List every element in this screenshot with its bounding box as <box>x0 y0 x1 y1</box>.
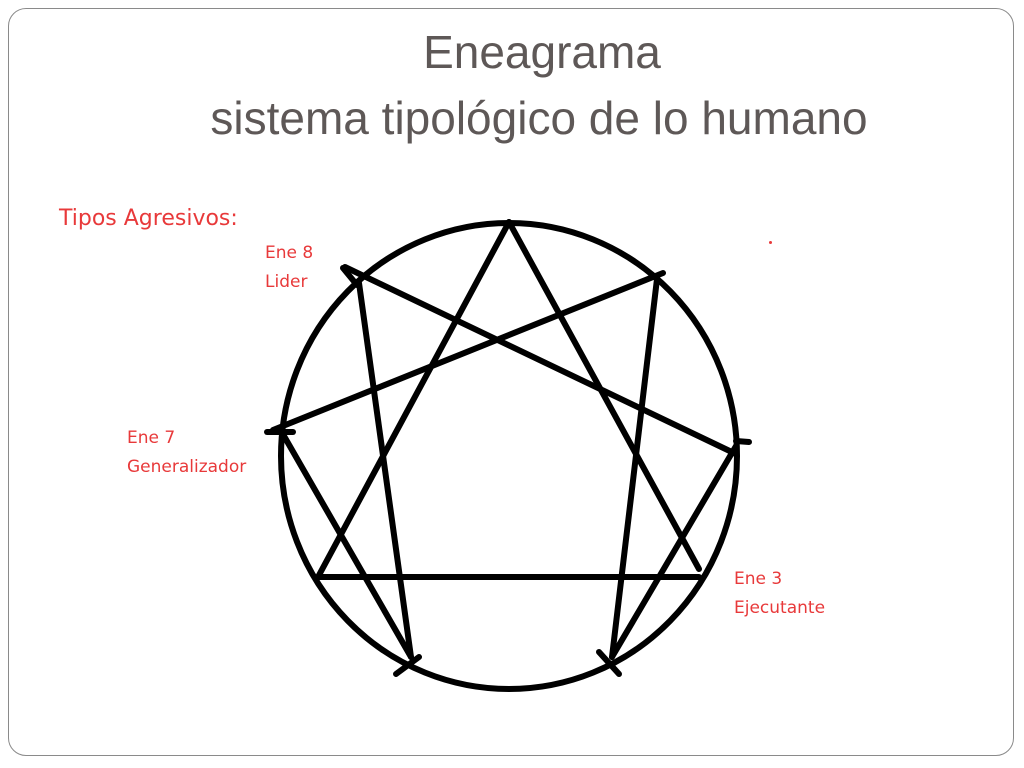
hexad-line-5-2 <box>609 443 739 660</box>
tick-point-5 <box>733 438 752 445</box>
type-8-role: Lider <box>265 272 308 292</box>
hexad-line-8-5 <box>342 264 739 457</box>
type-3-label: Ene 3 Ejecutante <box>734 565 825 623</box>
enneagram-figure <box>264 219 752 692</box>
tick-point-2 <box>596 649 622 677</box>
type-7-role: Generalizador <box>127 457 247 477</box>
triangle-right-line <box>506 219 702 572</box>
aggressive-types-heading: Tipos Agresivos: <box>59 206 238 231</box>
type-8-name: Ene 8 <box>265 243 314 263</box>
stray-dot <box>769 241 772 244</box>
type-3-name: Ene 3 <box>734 569 783 589</box>
slide-title: Eneagrama <box>423 26 661 78</box>
hexad-line-7-4 <box>281 433 414 660</box>
type-7-label: Ene 7 Generalizador <box>127 424 246 482</box>
hexad-line-8-4 <box>356 280 414 660</box>
slide-frame: Eneagrama sistema tipológico de lo human… <box>8 8 1014 756</box>
hexad-line-1-2 <box>609 276 660 660</box>
enneagram-circle <box>278 220 740 692</box>
tick-point-4 <box>393 654 422 677</box>
tick-point-8 <box>340 265 360 288</box>
triangle-left-line <box>315 219 512 580</box>
hexad-line-7-1 <box>270 270 666 433</box>
type-3-role: Ejecutante <box>734 598 826 618</box>
slide-subtitle: sistema tipológico de lo humano <box>210 92 868 144</box>
type-8-label: Ene 8 Lider <box>265 239 313 297</box>
type-7-name: Ene 7 <box>127 428 176 448</box>
